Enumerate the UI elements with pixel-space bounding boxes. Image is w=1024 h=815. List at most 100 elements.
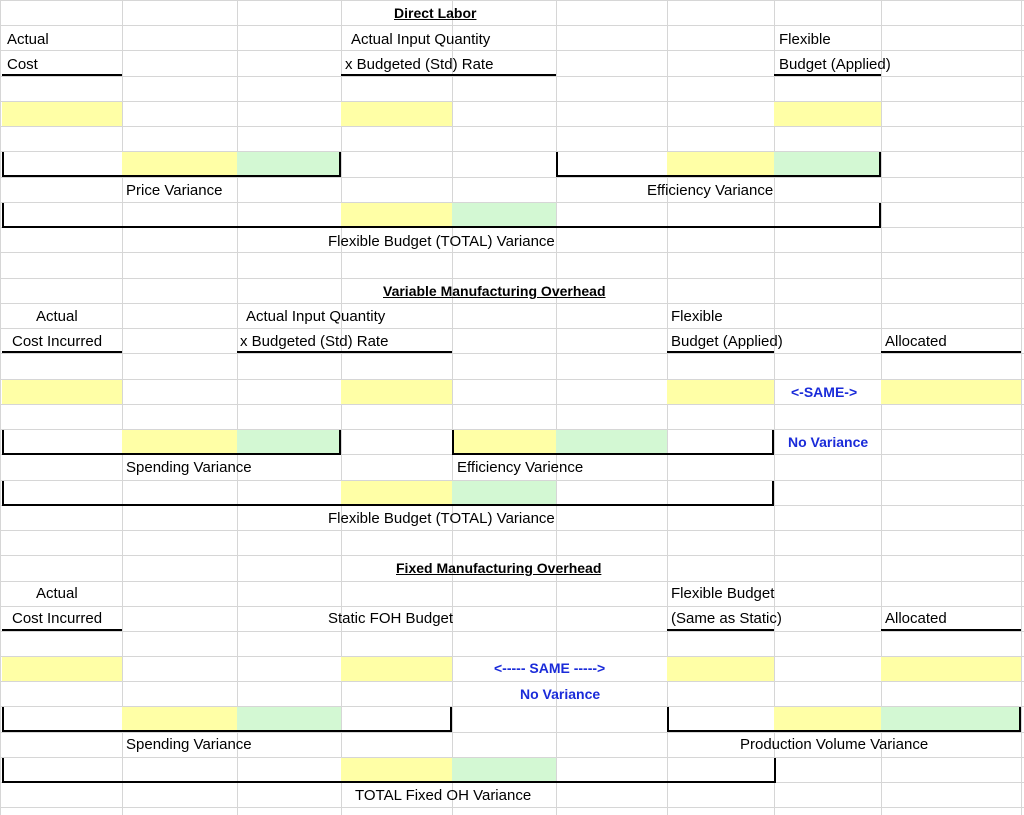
vmoh-flexible-header: Flexible	[671, 308, 723, 325]
bracket-line	[2, 430, 4, 454]
grid-line	[0, 631, 1024, 632]
bracket-line	[1019, 707, 1021, 731]
bracket-line	[452, 453, 774, 455]
vmoh-allocated-input[interactable]	[881, 380, 1021, 404]
fmoh-title: Fixed Manufacturing Overhead	[396, 560, 602, 576]
dl-efficiency-variance-text: Efficiency Variance	[647, 182, 774, 199]
grid-line	[0, 126, 1024, 127]
vmoh-flexible-input[interactable]	[667, 380, 774, 404]
header-underline	[341, 74, 556, 76]
bracket-line	[2, 730, 452, 732]
grid-line	[0, 706, 1024, 707]
bracket-line	[772, 481, 774, 505]
bracket-line	[879, 152, 881, 176]
vmoh-cost-incurred-header: Cost Incurred	[12, 333, 103, 350]
vmoh-spending-variance-label[interactable]	[237, 430, 341, 454]
grid-line	[452, 0, 453, 815]
bracket-line	[2, 203, 4, 227]
vmoh-rate-header: x Budgeted (Std) Rate	[240, 333, 389, 350]
grid-line	[0, 429, 1024, 430]
dl-price-variance-amount[interactable]	[122, 152, 237, 176]
dl-flexible-input[interactable]	[774, 102, 881, 126]
dl-rate-header: x Budgeted (Std) Rate	[345, 56, 494, 73]
grid-line	[0, 353, 1024, 354]
grid-line	[0, 530, 1024, 531]
fmoh-cost-incurred-header: Cost Incurred	[12, 610, 103, 627]
header-underline	[2, 629, 122, 631]
grid-line	[0, 606, 1024, 607]
vmoh-actual-header: Actual	[36, 308, 78, 325]
vmoh-efficiency-variance-amount[interactable]	[452, 430, 556, 454]
fmoh-actual-cost-input[interactable]	[2, 657, 122, 681]
header-underline	[2, 74, 122, 76]
fmoh-volume-variance-label[interactable]	[881, 707, 1021, 731]
grid-line	[341, 0, 342, 815]
fmoh-flexible-input[interactable]	[667, 657, 774, 681]
vmoh-allocated-header: Allocated	[885, 333, 947, 350]
bracket-line	[2, 152, 4, 176]
bracket-line	[2, 226, 881, 228]
fmoh-actual-header: Actual	[36, 585, 78, 602]
grid-line	[0, 757, 1024, 758]
bracket-line	[774, 758, 776, 782]
dl-efficiency-variance-amount[interactable]	[667, 152, 774, 176]
header-underline	[881, 351, 1021, 353]
fmoh-total-variance-amount[interactable]	[341, 758, 452, 782]
grid-line	[0, 328, 1024, 329]
dl-total-variance-label[interactable]	[452, 203, 556, 227]
grid-line	[0, 303, 1024, 304]
fmoh-allocated-input[interactable]	[881, 657, 1021, 681]
fmoh-total-variance-text: TOTAL Fixed OH Variance	[355, 787, 532, 804]
vmoh-same-note: <-SAME->	[791, 384, 858, 400]
vmoh-actual-cost-input[interactable]	[2, 380, 122, 404]
dl-cost-header: Cost	[7, 56, 38, 73]
grid-line	[0, 278, 1024, 279]
dl-actual-cost-input[interactable]	[2, 102, 122, 126]
grid-line	[0, 581, 1024, 582]
dl-actual-header: Actual	[7, 31, 49, 48]
dl-price-variance-label[interactable]	[237, 152, 341, 176]
vmoh-aiq-header: Actual Input Quantity	[246, 308, 386, 325]
vmoh-aiq-input[interactable]	[341, 380, 452, 404]
fmoh-spending-variance-amount[interactable]	[122, 707, 237, 731]
grid-line	[0, 252, 1024, 253]
dl-total-variance-text: Flexible Budget (TOTAL) Variance	[328, 233, 555, 250]
grid-line	[237, 0, 238, 815]
header-underline	[2, 351, 122, 353]
direct-labor-title: Direct Labor	[394, 5, 477, 21]
dl-aiq-header: Actual Input Quantity	[351, 31, 491, 48]
grid-line	[0, 732, 1024, 733]
vmoh-efficiency-variance-label[interactable]	[556, 430, 667, 454]
grid-line	[0, 480, 1024, 481]
grid-line	[774, 0, 775, 815]
bracket-line	[879, 203, 881, 227]
vmoh-total-variance-amount[interactable]	[341, 481, 452, 505]
fmoh-allocated-header: Allocated	[885, 610, 947, 627]
bracket-line	[556, 152, 558, 176]
grid-line	[0, 151, 1024, 152]
dl-price-variance-text: Price Variance	[126, 182, 223, 199]
fmoh-volume-variance-amount[interactable]	[774, 707, 881, 731]
bracket-line	[667, 730, 1021, 732]
grid-line	[0, 379, 1024, 380]
dl-budget-header: Budget (Applied)	[779, 56, 891, 73]
dl-total-variance-amount[interactable]	[341, 203, 452, 227]
grid-line	[0, 681, 1024, 682]
fmoh-spending-variance-text: Spending Variance	[126, 736, 252, 753]
vmoh-total-variance-label[interactable]	[452, 481, 556, 505]
bracket-line	[339, 152, 341, 176]
header-underline	[774, 74, 881, 76]
fmoh-no-variance-note: No Variance	[520, 686, 601, 702]
dl-efficiency-variance-label[interactable]	[774, 152, 881, 176]
grid-line	[0, 0, 1, 815]
vmoh-spending-variance-amount[interactable]	[122, 430, 237, 454]
fmoh-static-budget-input[interactable]	[341, 657, 452, 681]
fmoh-same-note: <----- SAME ----->	[494, 660, 606, 676]
fmoh-total-variance-label[interactable]	[452, 758, 556, 782]
grid-line	[0, 25, 1024, 26]
vmoh-spending-variance-text: Spending Variance	[126, 459, 252, 476]
dl-aiq-input[interactable]	[341, 102, 452, 126]
fmoh-spending-variance-label[interactable]	[237, 707, 341, 731]
grid-line	[0, 202, 1024, 203]
vmoh-total-variance-text: Flexible Budget (TOTAL) Variance	[328, 510, 555, 527]
